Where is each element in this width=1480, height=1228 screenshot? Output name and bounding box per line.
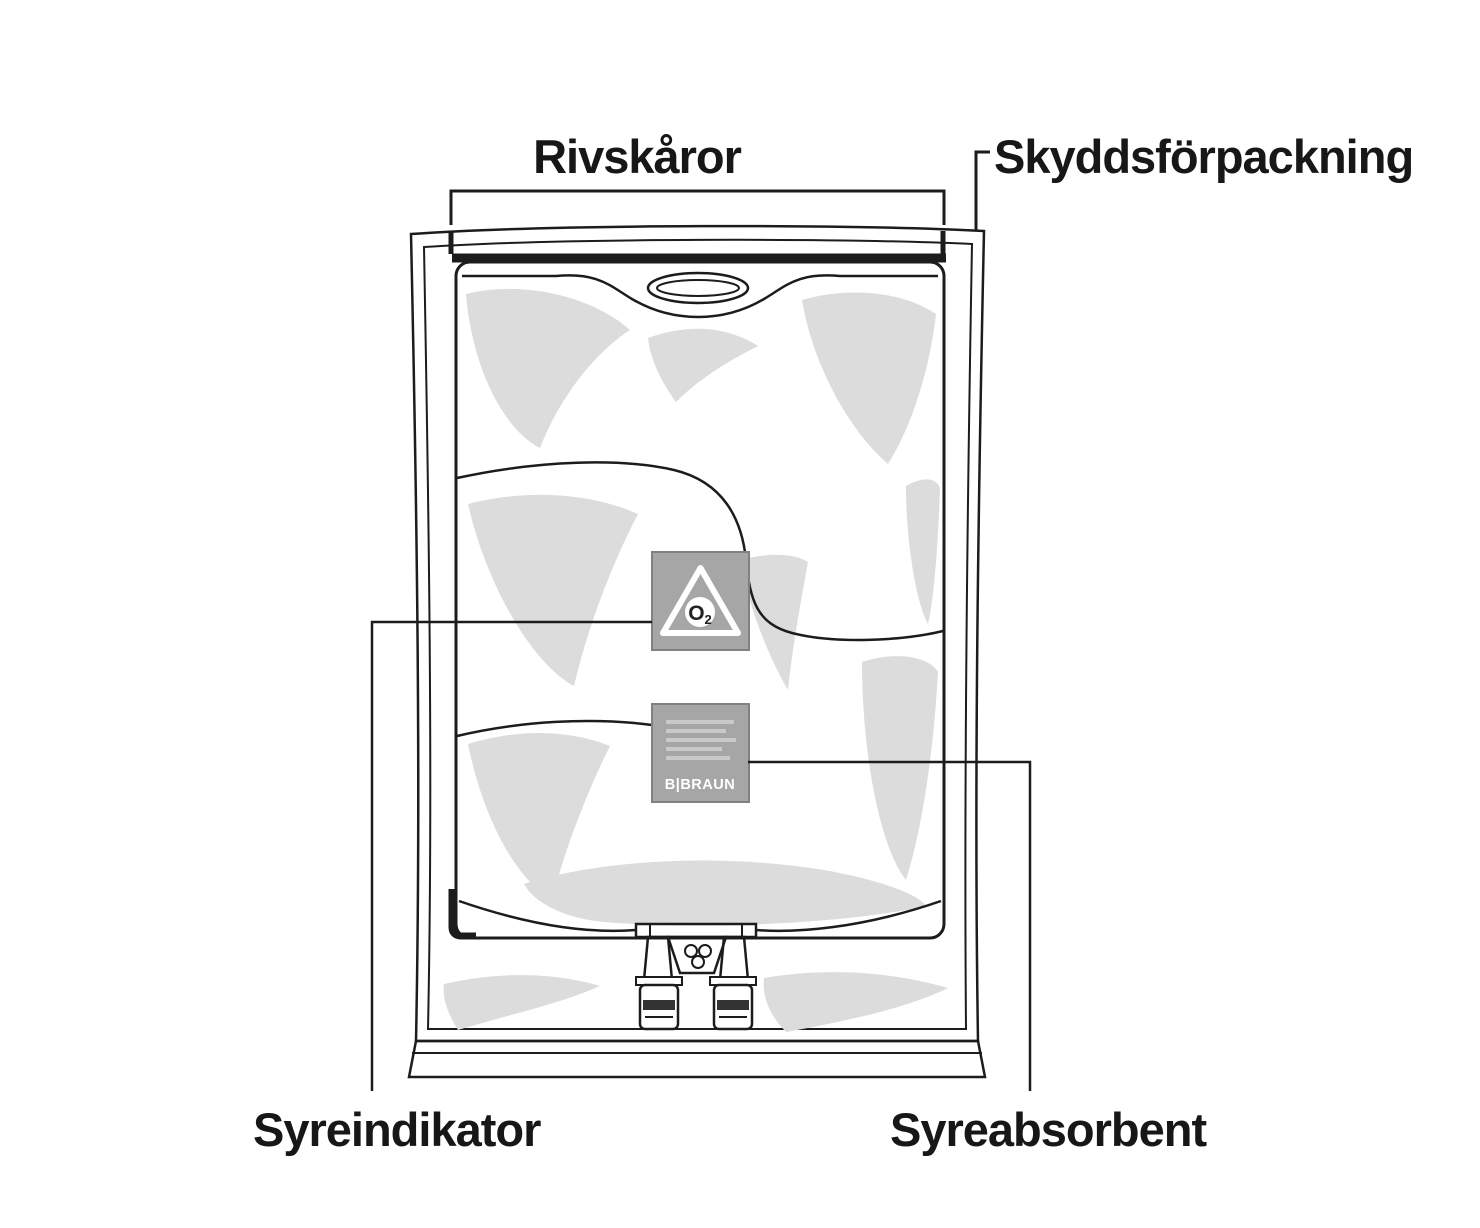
crease-highlight (648, 328, 758, 402)
crease-highlight (468, 494, 638, 686)
port-cap-left-band (643, 1000, 675, 1010)
absorbent-text-lines (666, 720, 736, 760)
hang-hole (646, 271, 750, 305)
crease-highlight (906, 479, 940, 624)
crease-highlight (740, 554, 808, 690)
port-tube-left (642, 935, 674, 982)
oxygen-symbol-bubble (685, 597, 715, 627)
crease-highlight (802, 292, 936, 464)
port-funnel (666, 935, 728, 975)
oxygen-symbol: O2 (688, 602, 712, 627)
crease-highlight (763, 972, 948, 1032)
crease-highlight (468, 732, 610, 900)
brand-logo: B|BRAUN (665, 777, 735, 793)
pouch-base (407, 1039, 987, 1079)
bottom-seal-curve-left (458, 899, 637, 933)
protective-packaging-leader (974, 150, 990, 230)
hang-hole-inner (656, 279, 740, 297)
oxygen-absorbent-panel: B|BRAUN (651, 703, 750, 803)
bag-bottom-left-seal (448, 889, 476, 940)
label-protective-packaging: Skyddsförpackning (994, 130, 1413, 183)
crease-highlight (524, 860, 926, 926)
clover-mark (684, 944, 698, 958)
label-oxygen-indicator: Syreindikator (253, 1103, 541, 1156)
clover-mark (698, 944, 712, 958)
port-cap-right-band (717, 1000, 749, 1010)
crease-shading (443, 288, 948, 1032)
crease-highlight (862, 656, 938, 880)
warning-triangle-icon (660, 565, 741, 636)
port-tube-right (718, 935, 750, 982)
labels: Rivskåror Skyddsförpackning Syreindikato… (253, 130, 1414, 1156)
oxygen-indicator-leader (370, 620, 652, 1091)
oxygen-absorbent-leader (748, 760, 1032, 1091)
port-bar (634, 922, 758, 939)
chamber-divider-lower (456, 719, 653, 738)
bottom-ports (634, 922, 758, 1031)
label-tear-notches: Rivskåror (533, 130, 742, 183)
label-oxygen-absorbent: Syreabsorbent (890, 1103, 1207, 1156)
clover-mark (691, 955, 705, 969)
tear-notch-bracket (449, 189, 946, 225)
pouch-outline-outer (409, 224, 986, 1043)
hanger-seal-curve (462, 274, 938, 319)
bottom-seal-curve-right (755, 899, 942, 933)
pouch-outline-inner (422, 238, 974, 1030)
leader-lines (370, 150, 1032, 1091)
crease-highlight (443, 975, 600, 1030)
crease-highlight (466, 288, 630, 448)
oxygen-indicator-panel: O2 (651, 551, 750, 651)
protective-pouch (407, 224, 987, 1079)
